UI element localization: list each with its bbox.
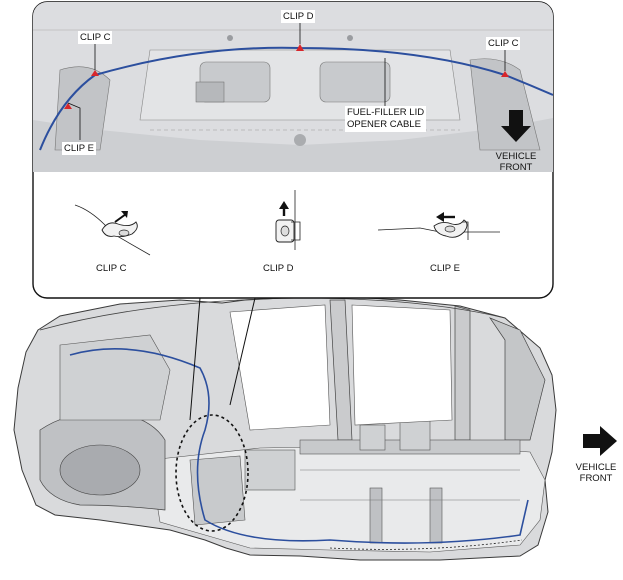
clip-e-caption: CLIP E bbox=[430, 263, 460, 274]
cable-label: FUEL-FILLER LID OPENER CABLE bbox=[345, 106, 427, 132]
clip-d-label: CLIP D bbox=[281, 10, 316, 23]
clip-c-right-marker bbox=[501, 71, 509, 77]
detail-area-ellipse bbox=[175, 414, 249, 532]
cable-label-line2: OPENER CABLE bbox=[347, 119, 421, 130]
clip-c-detail-drawing bbox=[74, 204, 151, 256]
vehicle-front-main-line2: FRONT bbox=[579, 473, 613, 484]
callout-leader-left bbox=[189, 297, 201, 421]
enlarged-underbody-view bbox=[33, 2, 553, 172]
callout-leader-right bbox=[229, 297, 256, 406]
clip-d-detail-drawing bbox=[275, 190, 301, 250]
vehicle-front-down-arrow bbox=[501, 110, 531, 142]
clip-d-caption: CLIP D bbox=[263, 263, 294, 274]
clip-c-left-label: CLIP C bbox=[78, 31, 113, 44]
clip-c-left-marker bbox=[91, 70, 99, 76]
vehicle-front-top-label: VEHICLE FRONT bbox=[488, 151, 544, 173]
cable-label-line1: FUEL-FILLER LID bbox=[347, 107, 425, 118]
clip-e-label: CLIP E bbox=[62, 142, 96, 155]
vehicle-body-illustration bbox=[13, 296, 557, 561]
clip-e-marker bbox=[64, 103, 72, 109]
vehicle-front-right-arrow bbox=[583, 426, 617, 456]
vehicle-front-main-label: VEHICLE FRONT bbox=[570, 462, 622, 484]
clip-c-right-label: CLIP C bbox=[486, 37, 521, 50]
detail-callout-box bbox=[32, 1, 554, 299]
clip-e-detail-drawing bbox=[377, 212, 500, 240]
vehicle-front-top-line2: FRONT bbox=[499, 162, 533, 173]
clip-c-caption: CLIP C bbox=[96, 263, 127, 274]
vehicle-front-top-line1: VEHICLE bbox=[495, 151, 537, 162]
vehicle-front-main-line1: VEHICLE bbox=[575, 462, 617, 473]
clip-d-marker bbox=[296, 44, 304, 51]
main-cable-route bbox=[69, 348, 529, 550]
